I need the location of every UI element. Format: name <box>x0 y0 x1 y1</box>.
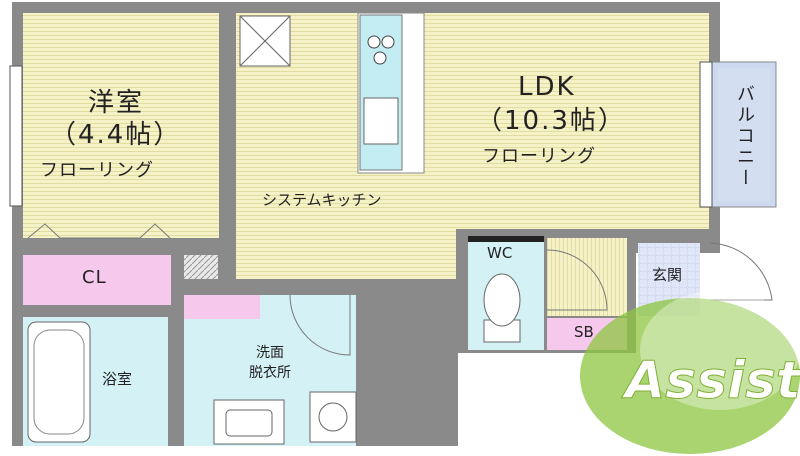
assist-logo-text: Assist <box>621 351 800 411</box>
closet-label: CL <box>82 267 107 288</box>
bath-label: 浴室 <box>102 370 133 388</box>
ldk-floor-lower <box>236 229 456 279</box>
bathtub <box>27 321 91 443</box>
window-marks <box>9 61 713 208</box>
western-room-floor-type: フローリング <box>40 160 154 181</box>
entrance-door <box>709 242 773 301</box>
washroom-door <box>289 294 351 356</box>
balcony-inner <box>718 68 770 201</box>
balcony-label: バルコニー <box>734 84 755 189</box>
ldk-size: （10.3帖） <box>476 106 626 136</box>
kitchen-counter <box>357 12 425 174</box>
skylight-box <box>239 15 291 67</box>
toilet <box>483 273 521 343</box>
pipe-space <box>184 255 218 279</box>
closet <box>23 255 171 305</box>
hall-door <box>546 249 608 311</box>
ldk-floor-type: フローリング <box>482 146 596 167</box>
western-room-size: （4.4帖） <box>50 120 182 150</box>
closet-doors <box>27 223 171 239</box>
sink-vanity <box>213 399 285 445</box>
washroom-label-2: 脱衣所 <box>249 365 291 381</box>
shoebox-label: SB <box>574 323 594 341</box>
ldk-floor <box>236 13 709 229</box>
hallway <box>547 238 627 316</box>
western-room-floor <box>23 13 219 238</box>
wc-label: WC <box>487 244 513 262</box>
ldk-name: LDK <box>518 72 576 102</box>
kitchen-label: システムキッチン <box>262 191 382 209</box>
entrance-label: 玄関 <box>652 266 683 284</box>
wc-top-wall <box>468 236 544 242</box>
washroom-shelf <box>184 295 260 319</box>
western-room-name: 洋室 <box>88 88 145 118</box>
assist-logo: Assist <box>580 290 800 454</box>
washroom-label-1: 洗面 <box>256 345 284 361</box>
washing-machine-pan <box>309 391 357 443</box>
